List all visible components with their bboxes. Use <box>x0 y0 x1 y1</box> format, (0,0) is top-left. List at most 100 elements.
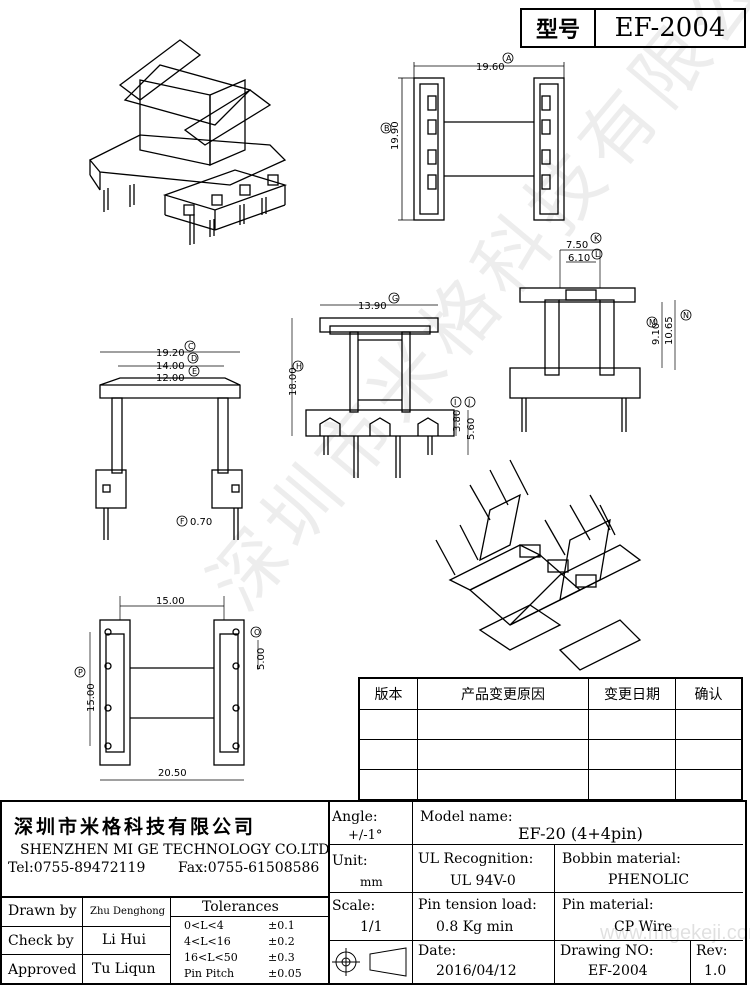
rev-cell <box>358 769 418 801</box>
tol-range-0: 0<L<4 <box>184 919 224 932</box>
technical-drawing: 19.60 A 19.90 B 7.50 6.10 K L 9.10 10.65… <box>74 39 692 781</box>
dim-label-a: A <box>506 54 512 63</box>
unit-label: Unit: <box>332 853 368 869</box>
tol-value-1: ±0.2 <box>268 935 295 948</box>
approved-label: Approved <box>8 962 77 978</box>
ul-label: UL Recognition: <box>418 851 534 867</box>
rev-cell <box>417 708 589 740</box>
dim-left-w3: 12.00 <box>156 373 185 384</box>
dim-label-p: P <box>78 668 83 677</box>
rev-header-version: 版本 <box>358 677 418 710</box>
date-label: Date: <box>418 943 457 959</box>
tol-range-1: 4<L<16 <box>184 935 231 948</box>
tol-range-3: Pin Pitch <box>184 967 235 980</box>
rev-label: Rev: <box>696 943 728 959</box>
company-name-cn: 深圳市米格科技有限公司 <box>14 816 257 838</box>
dim-front-width: 13.90 <box>358 301 387 312</box>
rev-cell <box>358 738 418 771</box>
bobbin-material-value: PHENOLIC <box>608 872 690 888</box>
drawing-no-value: EF-2004 <box>588 963 648 979</box>
dim-top-width: 19.60 <box>476 62 505 73</box>
dim-label-n: N <box>683 311 689 320</box>
dim-left-pin: 0.70 <box>190 517 212 528</box>
angle-value: +/-1° <box>348 828 383 843</box>
dim-label-k: K <box>594 234 600 243</box>
front-view <box>291 292 476 478</box>
isometric-view-top <box>88 39 288 245</box>
dim-label-h: H <box>296 362 302 371</box>
projection-symbol-icon <box>332 947 407 977</box>
dim-front-height: 18.00 <box>288 367 299 396</box>
dim-label-g: G <box>392 294 398 303</box>
website-watermark: www.migekeji.com <box>600 922 750 944</box>
pin-material-label: Pin material: <box>562 897 654 913</box>
dim-side-h2: 10.65 <box>664 316 675 345</box>
dim-label-i: I <box>454 398 456 407</box>
top-view <box>380 52 565 221</box>
pin-tension-label: Pin tension load: <box>418 897 537 913</box>
tol-value-2: ±0.3 <box>268 951 295 964</box>
bobbin-material-label: Bobbin material: <box>562 851 681 867</box>
rev-value: 1.0 <box>704 963 727 979</box>
drawing-no-label: Drawing NO: <box>560 943 654 959</box>
check-by-label: Check by <box>8 933 74 949</box>
dim-front-pin2: 5.60 <box>466 418 477 440</box>
dim-bottom-height: 15.00 <box>86 683 97 712</box>
bottom-view <box>74 596 262 781</box>
rev-cell <box>417 738 589 771</box>
tol-value-3: ±0.05 <box>268 967 302 980</box>
side-view-small <box>509 232 692 432</box>
rev-cell <box>588 738 676 771</box>
model-title-box: 型号 EF-2004 <box>520 8 746 48</box>
rev-cell <box>417 769 589 801</box>
dim-label-j: J <box>467 398 470 407</box>
model-name-label: Model name: <box>420 809 513 825</box>
company-name-en: SHENZHEN MI GE TECHNOLOGY CO.LTD <box>20 842 330 858</box>
rev-header-date: 变更日期 <box>588 677 676 710</box>
rev-cell <box>675 708 743 740</box>
ul-value: UL 94V-0 <box>450 873 516 889</box>
revision-table: 版本 产品变更原因 变更日期 确认 <box>358 677 743 801</box>
date-value: 2016/04/12 <box>436 963 517 979</box>
type-label: 型号 <box>522 10 596 46</box>
dim-label-c: C <box>188 342 194 351</box>
company-fax: Fax:0755-61508586 <box>178 860 320 876</box>
company-tel: Tel:0755-89472119 <box>8 860 146 876</box>
rev-header-reason: 产品变更原因 <box>417 677 589 710</box>
tolerances-label: Tolerances <box>202 899 279 915</box>
rev-cell <box>358 708 418 740</box>
approved-value: Tu Liqun <box>92 961 156 977</box>
unit-value: mm <box>360 875 383 889</box>
dim-bottom-span: 15.00 <box>156 596 185 607</box>
dim-side-h1: 9.10 <box>651 323 662 345</box>
dim-left-w1: 19.20 <box>156 348 185 359</box>
tol-range-2: 16<L<50 <box>184 951 238 964</box>
title-block: 深圳市米格科技有限公司 SHENZHEN MI GE TECHNOLOGY CO… <box>0 800 747 985</box>
left-view <box>95 340 243 540</box>
drawn-by-label: Drawn by <box>8 903 77 919</box>
rev-cell <box>588 708 676 740</box>
rev-header-confirm: 确认 <box>675 677 743 710</box>
dim-side-w1: 7.50 <box>566 240 588 251</box>
dim-label-d: D <box>191 354 197 363</box>
dim-side-w2: 6.10 <box>568 253 590 264</box>
model-code: EF-2004 <box>614 13 726 43</box>
drawn-by-value: Zhu Denghong <box>90 906 166 917</box>
scale-label: Scale: <box>332 898 376 914</box>
dim-bottom-total: 20.50 <box>158 768 187 779</box>
dim-label-l: L <box>595 250 600 259</box>
rev-cell <box>588 769 676 801</box>
dim-label-o: O <box>254 628 260 637</box>
dim-label-b: B <box>384 124 390 133</box>
dim-top-height: 19.90 <box>390 121 401 150</box>
angle-label: Angle: <box>332 809 378 825</box>
dim-label-m: M <box>649 318 656 327</box>
dim-bottom-pitch: 5.00 <box>256 648 267 670</box>
isometric-view-bottom <box>435 459 642 671</box>
pin-tension-value: 0.8 Kg min <box>436 919 514 935</box>
pin-material-value: CP Wire <box>614 919 673 935</box>
dim-label-f: F <box>180 517 185 526</box>
dim-label-e: E <box>192 367 197 376</box>
dim-front-pin1: 3.80 <box>452 410 463 432</box>
